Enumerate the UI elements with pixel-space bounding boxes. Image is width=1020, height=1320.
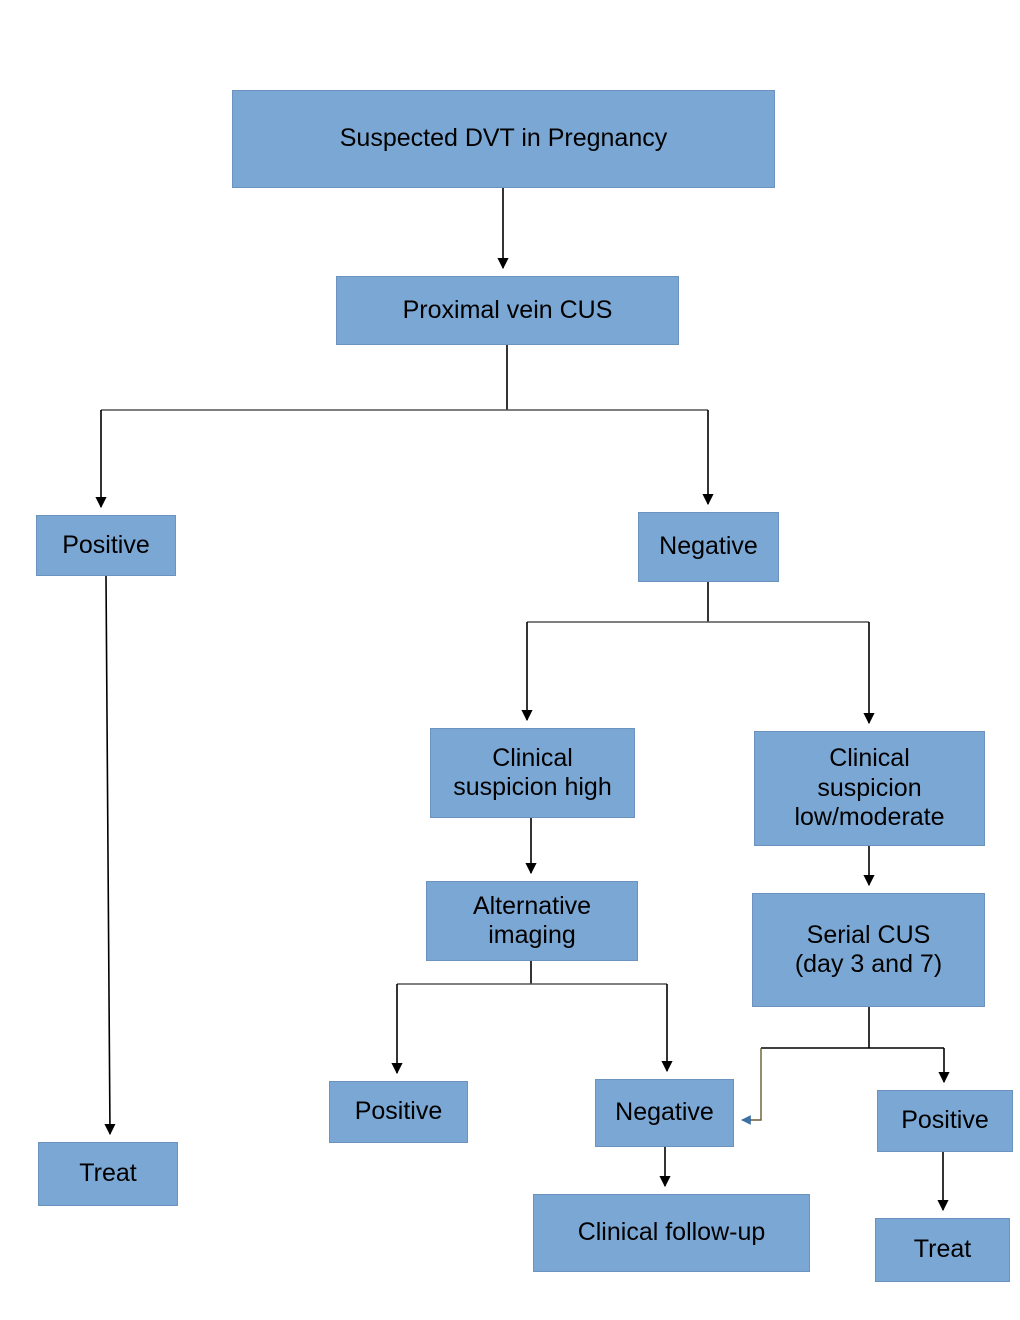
node-negative-bottom[interactable]: Negative [595, 1079, 734, 1147]
node-treat-right-label: Treat [913, 1235, 972, 1264]
node-alternative-imaging[interactable]: Alternative imaging [426, 881, 638, 961]
node-negative-top-label: Negative [659, 532, 758, 561]
node-root[interactable]: Suspected DVT in Pregnancy [232, 90, 775, 188]
node-treat-left-label: Treat [79, 1159, 137, 1188]
node-positive-left-label: Positive [62, 530, 150, 559]
node-clinical-follow-up[interactable]: Clinical follow-up [533, 1194, 810, 1272]
node-serial-cus[interactable]: Serial CUS (day 3 and 7) [752, 893, 985, 1007]
node-treat-left[interactable]: Treat [38, 1142, 178, 1206]
edge-positive-left-to-treat [104, 575, 116, 1136]
node-clinical-suspicion-low-moderate[interactable]: Clinical suspicion low/moderate [754, 731, 985, 846]
node-positive-mid[interactable]: Positive [329, 1081, 468, 1143]
node-alternative-imaging-label: Alternative imaging [472, 891, 592, 950]
node-negative-bottom-label: Negative [615, 1098, 714, 1127]
node-positive-right[interactable]: Positive [877, 1090, 1013, 1152]
edge-serial-to-negative [741, 1048, 762, 1125]
node-serial-cus-label: Serial CUS (day 3 and 7) [794, 920, 943, 979]
node-clinical-suspicion-high-label: Clinical suspicion high [453, 743, 612, 802]
node-root-label: Suspected DVT in Pregnancy [339, 124, 668, 153]
node-proximal-vein-cus-label: Proximal vein CUS [402, 295, 613, 324]
node-treat-right[interactable]: Treat [875, 1218, 1010, 1282]
node-positive-right-label: Positive [901, 1106, 989, 1135]
node-proximal-vein-cus[interactable]: Proximal vein CUS [336, 276, 679, 345]
node-negative-top[interactable]: Negative [638, 512, 779, 582]
node-positive-mid-label: Positive [354, 1097, 443, 1126]
node-clinical-suspicion-low-moderate-label: Clinical suspicion low/moderate [794, 744, 945, 832]
node-clinical-suspicion-high[interactable]: Clinical suspicion high [430, 728, 635, 818]
node-positive-left[interactable]: Positive [36, 515, 176, 576]
node-clinical-follow-up-label: Clinical follow-up [577, 1218, 766, 1247]
